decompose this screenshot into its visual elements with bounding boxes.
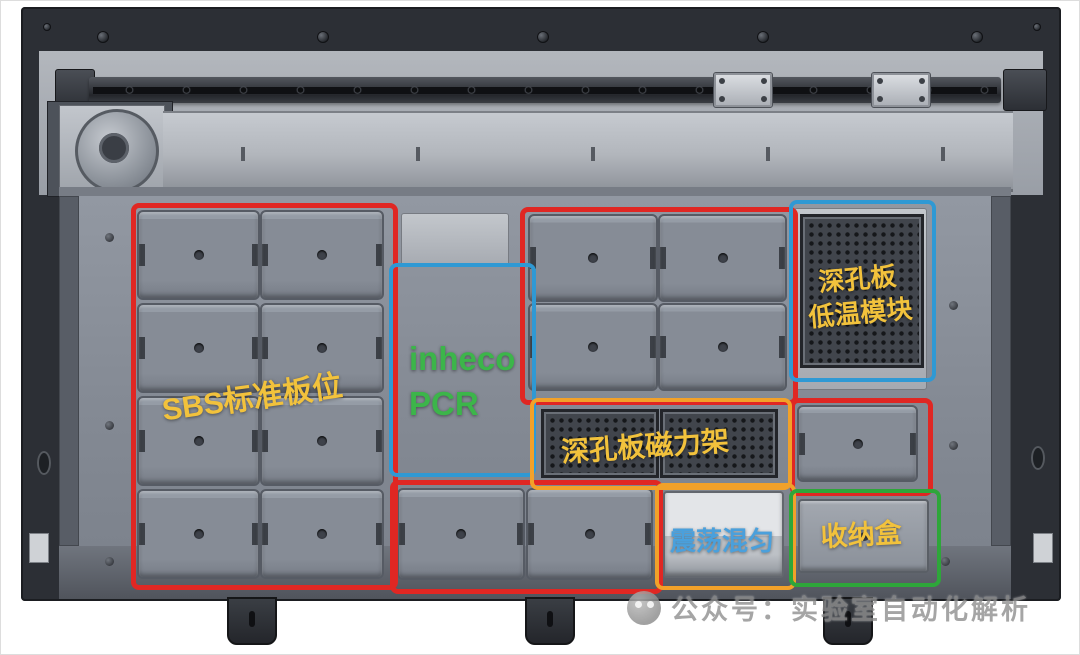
plate bbox=[797, 405, 918, 482]
machine-foot bbox=[227, 597, 277, 645]
gantry-shadow bbox=[59, 187, 1011, 196]
frame-cutout bbox=[1031, 446, 1045, 470]
screw-icon bbox=[43, 23, 51, 31]
label-cold-module: 深孔板 低温模块 bbox=[794, 258, 923, 336]
pcr-adapter bbox=[401, 213, 509, 267]
gantry-slots bbox=[241, 147, 1001, 161]
machine-foot bbox=[823, 597, 873, 645]
deck-hole bbox=[105, 233, 114, 242]
label-inheco: inheco PCR bbox=[409, 337, 515, 426]
screw-icon bbox=[1033, 23, 1041, 31]
label-shaker: 震荡混匀 bbox=[669, 526, 774, 556]
screw-icon bbox=[971, 31, 983, 43]
watermark: 公众号：实验室自动化解析 bbox=[627, 588, 1031, 627]
watermark-logo-icon bbox=[627, 590, 661, 625]
rail-carriage bbox=[871, 72, 931, 108]
plate bbox=[260, 489, 384, 579]
frame-slot bbox=[1033, 533, 1053, 563]
deepwell-plate bbox=[660, 409, 778, 478]
shaker-unit bbox=[663, 491, 784, 578]
plate bbox=[137, 210, 260, 300]
deck-hole bbox=[105, 421, 114, 430]
storage-bin bbox=[798, 499, 929, 573]
deck-side-rail-right bbox=[991, 196, 1011, 546]
plate bbox=[137, 303, 260, 393]
plate bbox=[137, 396, 260, 486]
plate bbox=[260, 210, 384, 300]
rail-screws bbox=[101, 84, 991, 96]
machine-foot bbox=[525, 597, 575, 645]
rail-end-right bbox=[1003, 69, 1047, 111]
plate bbox=[397, 488, 525, 580]
plate bbox=[528, 214, 658, 302]
deck-hole bbox=[941, 557, 950, 566]
screw-icon bbox=[317, 31, 329, 43]
deepwell-plate bbox=[541, 409, 659, 478]
rail-carriage bbox=[713, 72, 773, 108]
plate bbox=[137, 489, 260, 579]
deck-hole bbox=[105, 557, 114, 566]
label-inheco-line1: inheco bbox=[409, 340, 516, 377]
plate bbox=[260, 396, 384, 486]
screw-icon bbox=[537, 31, 549, 43]
label-storage-box: 收纳盒 bbox=[819, 517, 903, 553]
deck-hole bbox=[949, 301, 958, 310]
deepwell-plate bbox=[800, 214, 924, 368]
plate bbox=[260, 303, 384, 393]
plate bbox=[658, 303, 787, 391]
deck-hole bbox=[949, 441, 958, 450]
motor-hub bbox=[99, 133, 129, 163]
frame-cutout bbox=[37, 451, 51, 475]
label-inheco-line2: PCR bbox=[409, 384, 479, 422]
screw-icon bbox=[757, 31, 769, 43]
deck-side-rail-left bbox=[59, 196, 79, 546]
plate bbox=[658, 214, 787, 302]
screw-icon bbox=[97, 31, 109, 43]
plate bbox=[528, 303, 658, 391]
frame-slot bbox=[29, 533, 49, 563]
watermark-text: 公众号：实验室自动化解析 bbox=[671, 595, 1031, 625]
plate bbox=[526, 488, 653, 580]
